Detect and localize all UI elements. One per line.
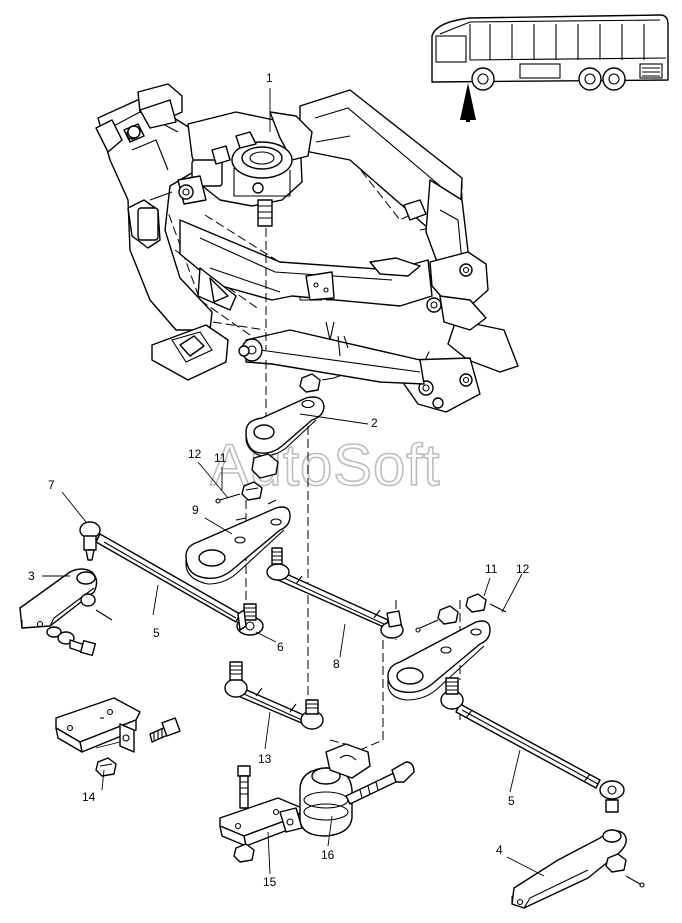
tie-rod [266,547,404,639]
idler-arm-right [387,593,507,701]
idler-bushing-16 [299,743,415,837]
label-9: 9 [192,503,199,517]
label-14: 14 [82,790,96,804]
label-12-left: 12 [188,447,202,461]
bracket-14 [55,697,181,777]
pitman-arm [245,373,343,479]
label-11-left: 11 [214,451,227,465]
steering-arm-left [19,568,113,657]
label-11-right: 11 [485,562,498,576]
label-1: 1 [266,71,273,85]
label-16: 16 [321,848,335,862]
frame-assembly [95,83,519,413]
label-12-right: 12 [516,562,530,576]
steering-arm-right [511,829,645,909]
label-5-right: 5 [508,794,515,808]
label-5-left: 5 [153,626,160,640]
location-arrow-icon [460,83,476,122]
label-7: 7 [48,478,55,492]
idler-arm [185,499,291,585]
label-3: 3 [28,569,35,583]
drag-link-left [79,521,264,636]
label-13: 13 [258,752,272,766]
connecting-rod [224,661,324,730]
label-4: 4 [496,843,503,857]
bus-side-view-icon [431,14,669,91]
steering-gear-box [127,99,313,227]
label-15: 15 [263,875,277,889]
bracket-15 [219,765,303,863]
label-2: 2 [371,416,378,430]
assembly-axes [245,228,613,812]
drag-link-right [440,677,625,813]
castle-nut-left [215,481,263,504]
label-6: 6 [277,640,284,654]
label-8: 8 [333,657,340,671]
part-labels: 1 2 3 4 5 5 6 7 8 9 11 11 12 12 13 14 15… [28,71,530,889]
leader-lines [42,88,545,877]
